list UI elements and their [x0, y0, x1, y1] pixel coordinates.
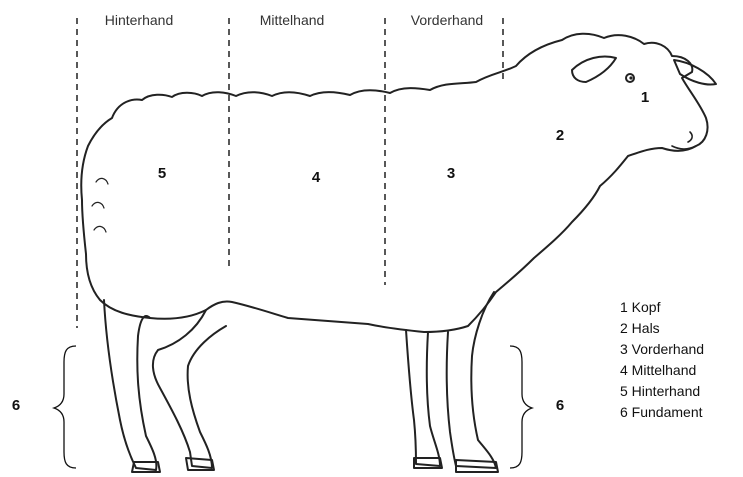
legend-item-mittelhand: 4 Mittelhand	[620, 362, 696, 378]
region-number-vorderhand: 3	[447, 165, 455, 182]
legend-item-vorderhand: 3 Vorderhand	[620, 341, 704, 357]
region-title-hinterhand: Hinterhand	[105, 12, 174, 28]
legend-item-hinterhand: 5 Hinterhand	[620, 383, 700, 399]
brace-left	[54, 346, 76, 468]
legend-item-hals: 2 Hals	[620, 320, 660, 336]
fundament-number-left: 6	[12, 397, 20, 414]
rear-leg-outer	[104, 300, 156, 470]
region-title-mittelhand: Mittelhand	[260, 12, 325, 28]
sheep-mouth	[672, 132, 696, 149]
region-number-mittelhand: 4	[312, 169, 321, 186]
fundament-number-right: 6	[556, 397, 564, 414]
front-leg-inner	[406, 330, 440, 466]
sheep-eye-pupil	[629, 76, 632, 79]
region-title-vorderhand: Vorderhand	[411, 12, 483, 28]
brace-right	[510, 346, 532, 468]
front-leg-outer	[447, 292, 496, 468]
sheep-ear-right	[674, 60, 716, 85]
region-number-hinterhand: 5	[158, 165, 166, 182]
sheep-ear	[572, 57, 616, 83]
region-number-hals: 2	[556, 127, 564, 144]
legend-item-fundament: 6 Fundament	[620, 404, 703, 420]
rear-leg-inner	[153, 310, 226, 468]
legend-item-kopf: 1 Kopf	[620, 299, 661, 315]
sheep-body-outline	[81, 34, 707, 332]
wool-texture	[92, 178, 108, 232]
legend: 1 Kopf 2 Hals 3 Vorderhand 4 Mittelhand …	[620, 299, 704, 420]
region-number-kopf: 1	[641, 89, 649, 106]
